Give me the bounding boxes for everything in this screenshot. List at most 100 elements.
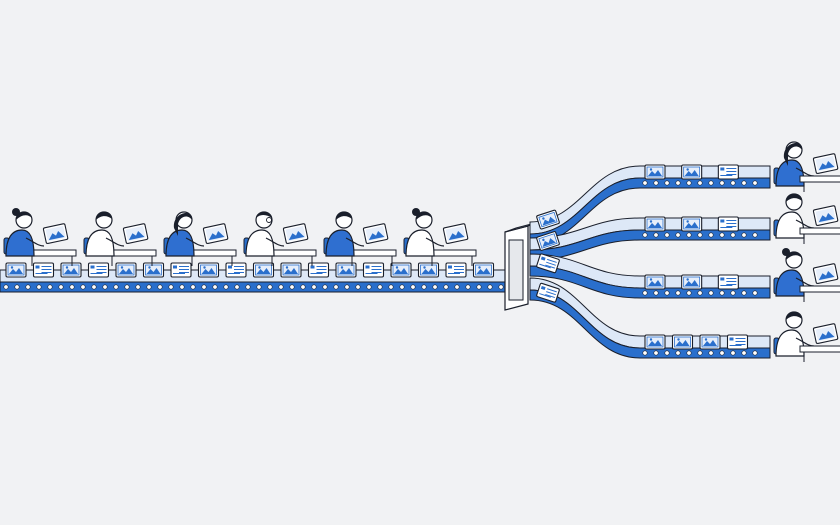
torso <box>245 229 275 257</box>
text-card-icon <box>87 262 110 278</box>
belt-roller <box>741 180 747 186</box>
belt-roller <box>675 180 681 186</box>
laptop-icon <box>362 223 389 245</box>
belt-roller <box>697 232 703 238</box>
belt-roller <box>135 284 141 290</box>
image-card-icon <box>252 262 275 278</box>
image-card-icon <box>390 262 412 278</box>
image-card-icon <box>472 262 495 278</box>
belt-roller <box>410 284 416 290</box>
belt-roller <box>653 290 659 296</box>
laptop-icon <box>42 223 69 245</box>
belt-roller <box>686 350 692 356</box>
laptop-icon <box>282 223 309 245</box>
cards-layer <box>5 164 749 350</box>
belt-roller <box>642 290 648 296</box>
belt-roller <box>36 284 42 290</box>
belt-roller <box>752 350 758 356</box>
belt-roller <box>454 284 460 290</box>
belt-roller <box>675 290 681 296</box>
text-card-icon <box>445 262 467 278</box>
belt-roller <box>498 284 504 290</box>
torso <box>405 229 435 257</box>
belt-roller <box>333 284 339 290</box>
belt-roller <box>443 284 449 290</box>
belt-roller <box>664 290 670 296</box>
belt-roller <box>675 350 681 356</box>
text-card-icon <box>536 282 560 303</box>
belt-roller <box>432 284 438 290</box>
text-card-icon <box>32 262 55 278</box>
belt-roller <box>289 284 295 290</box>
image-card-icon <box>536 231 560 251</box>
belt-roller <box>708 232 714 238</box>
image-card-icon <box>5 262 27 278</box>
belt-roller <box>344 284 350 290</box>
belt-roller <box>697 180 703 186</box>
belt-roller <box>102 284 108 290</box>
belts-layer <box>0 165 771 359</box>
text-card-icon <box>225 262 247 278</box>
belt-roller <box>322 284 328 290</box>
belt-roller <box>686 180 692 186</box>
text-card-icon <box>717 216 739 232</box>
belt-roller <box>697 350 703 356</box>
belt-roller <box>25 284 31 290</box>
belt-roller <box>421 284 427 290</box>
belt-roller <box>730 350 736 356</box>
image-card-icon <box>335 262 357 278</box>
belt-roller <box>58 284 64 290</box>
belt-roller <box>223 284 229 290</box>
image-card-icon <box>681 164 703 180</box>
worker-figure <box>163 211 229 257</box>
belt-roller <box>465 284 471 290</box>
worker-figure <box>243 211 309 257</box>
image-card-icon <box>60 262 82 278</box>
belt-roller <box>300 284 306 290</box>
worker-figure <box>83 211 149 257</box>
belt-roller <box>719 350 725 356</box>
belt-roller <box>664 232 670 238</box>
image-card-icon <box>536 209 560 230</box>
torso <box>5 229 35 257</box>
text-card-icon <box>307 262 330 278</box>
belt-roller <box>697 290 703 296</box>
image-card-icon <box>142 262 165 278</box>
belt-roller <box>256 284 262 290</box>
belt-roller <box>278 284 284 290</box>
torso <box>85 229 115 257</box>
belt-roller <box>741 232 747 238</box>
belt-roller <box>366 284 372 290</box>
worker-figure <box>3 208 69 257</box>
belt-roller <box>719 180 725 186</box>
belt-roller <box>719 232 725 238</box>
belt-roller <box>201 284 207 290</box>
belt-roller <box>664 180 670 186</box>
workers-layer <box>3 141 840 362</box>
belt-roller <box>355 284 361 290</box>
belt-roller <box>179 284 185 290</box>
belt-roller <box>664 350 670 356</box>
glasses-icon <box>266 217 272 223</box>
text-card-icon <box>170 262 192 278</box>
belt-roller <box>730 290 736 296</box>
belt-roller <box>730 180 736 186</box>
text-card-icon <box>362 262 385 278</box>
belt-roller <box>653 180 659 186</box>
worker-figure <box>773 141 839 187</box>
belt-roller <box>752 290 758 296</box>
image-card-icon <box>671 334 694 350</box>
torso <box>165 229 195 257</box>
belt-roller <box>47 284 53 290</box>
belt-roller <box>80 284 86 290</box>
worker-figure <box>773 193 839 239</box>
image-card-icon <box>417 262 440 278</box>
belt-roller <box>642 232 648 238</box>
branch-conveyor-belt <box>529 253 771 299</box>
belt-roller <box>168 284 174 290</box>
belt-roller <box>113 284 119 290</box>
laptop-icon <box>202 223 229 245</box>
belt-roller <box>212 284 218 290</box>
worker-figure <box>403 208 469 257</box>
belt-roller <box>642 180 648 186</box>
